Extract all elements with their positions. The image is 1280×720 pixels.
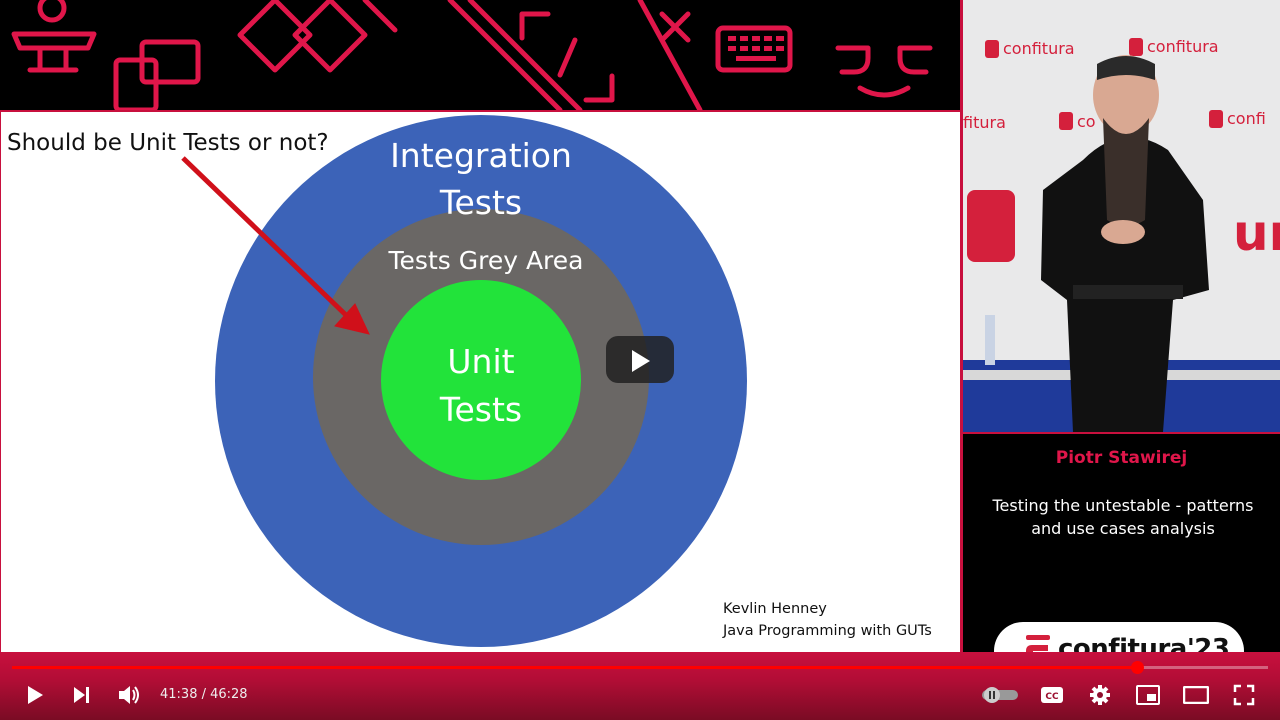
unit-label-line1: Unit (447, 342, 515, 381)
grey-area-label: Tests Grey Area (388, 246, 584, 275)
speaker-figure (1041, 55, 1209, 432)
integration-label-line2: Tests (439, 183, 523, 222)
unit-tests-circle (381, 280, 581, 480)
speaker-camera-feed: confitura confitura fitura co confi ur (960, 0, 1280, 432)
progress-played (12, 666, 1138, 669)
volume-icon (119, 686, 139, 704)
integration-tests-label: Integration Tests (341, 132, 621, 226)
speaker-name: Piotr Stawirej (1055, 448, 1188, 468)
miniplayer-button[interactable] (1132, 680, 1164, 710)
autoplay-toggle[interactable] (980, 680, 1020, 710)
conference-banner (0, 0, 960, 110)
time-display: 41:38 / 46:28 (160, 687, 248, 702)
autoplay-toggle-icon (982, 687, 1018, 703)
svg-text:confitura: confitura (1003, 39, 1075, 58)
integration-label-line1: Integration (390, 136, 572, 175)
play-icon (632, 350, 650, 372)
svg-text:confitura: confitura (1147, 37, 1219, 56)
svg-text:co: co (1077, 112, 1096, 131)
next-icon (74, 687, 89, 703)
captions-button[interactable]: CC (1036, 680, 1068, 710)
banner-decoration-icons (11, 0, 933, 110)
unit-label-line2: Tests (439, 390, 523, 429)
test-circles-diagram (181, 115, 747, 647)
presentation-slide: Should be Unit Tests or not? Integration… (0, 110, 960, 652)
svg-text:confi: confi (1227, 109, 1266, 128)
fullscreen-button[interactable] (1228, 680, 1260, 710)
red-arrow (181, 156, 370, 335)
credit-source: Java Programming with GUTs (723, 623, 932, 639)
svg-text:CC: CC (1045, 692, 1059, 702)
theater-mode-button[interactable] (1180, 680, 1212, 710)
theater-icon (1183, 686, 1209, 704)
settings-icon (1090, 685, 1110, 705)
player-controls-bar: 41:38 / 46:28 CC (0, 652, 1280, 720)
play-button[interactable] (20, 680, 50, 710)
next-video-button[interactable] (66, 680, 96, 710)
captions-icon: CC (1041, 687, 1063, 703)
unit-tests-label: Unit Tests (381, 338, 581, 434)
svg-text:ur: ur (1233, 204, 1280, 262)
miniplayer-icon (1136, 685, 1160, 705)
speaker-video-frame: confitura confitura fitura co confi ur (963, 0, 1280, 432)
progress-bar[interactable] (12, 661, 1268, 674)
speaker-info-panel: Piotr Stawirej Testing the untestable - … (960, 432, 1280, 652)
credit-author: Kevlin Henney (723, 601, 827, 617)
svg-text:fitura: fitura (963, 113, 1006, 132)
fullscreen-icon (1233, 684, 1255, 706)
slide-question: Should be Unit Tests or not? (7, 130, 329, 156)
large-play-button[interactable] (606, 336, 674, 383)
progress-scrubber-handle[interactable] (1131, 661, 1145, 674)
play-icon (28, 686, 43, 704)
mute-button[interactable] (112, 680, 146, 710)
slide-credit: Kevlin Henney Java Programming with GUTs (723, 598, 932, 642)
talk-title: Testing the untestable - patterns and us… (992, 496, 1254, 538)
settings-button[interactable] (1084, 680, 1116, 710)
